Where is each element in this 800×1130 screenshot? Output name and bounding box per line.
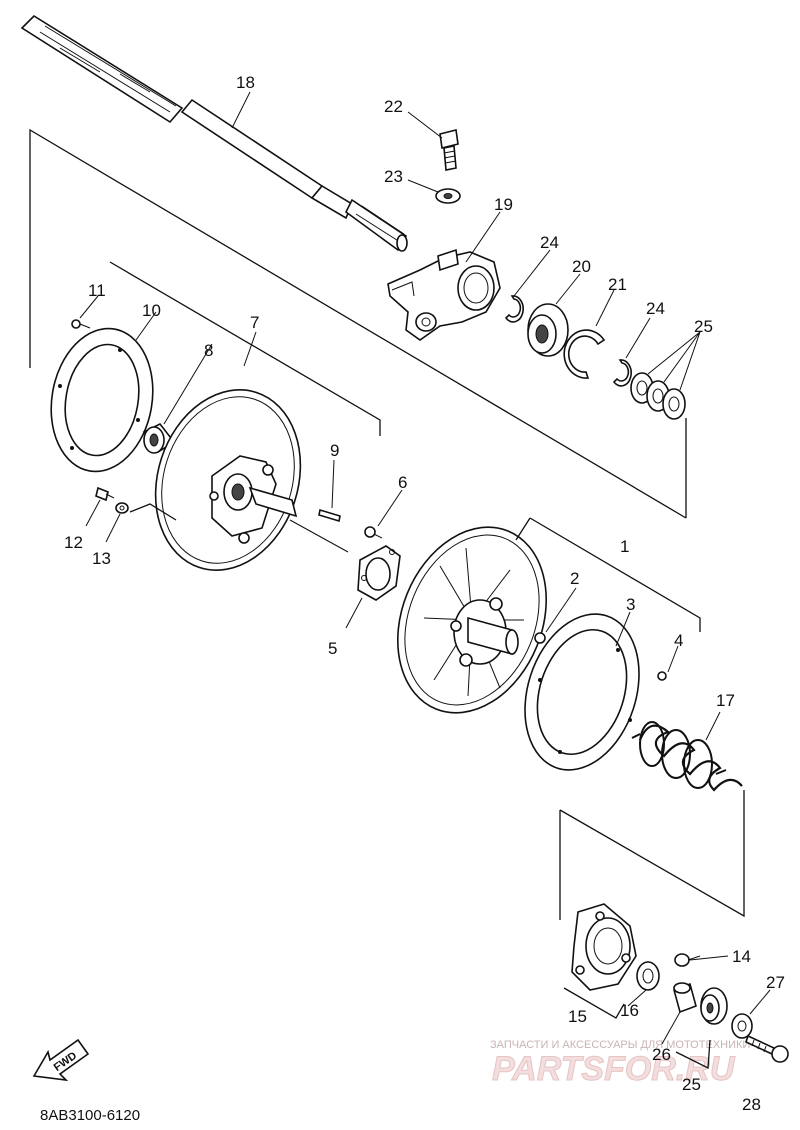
bolt-29 bbox=[745, 1034, 789, 1063]
callout-1: 1 bbox=[620, 537, 629, 556]
screw-4 bbox=[657, 671, 667, 681]
washer-26 bbox=[700, 987, 728, 1025]
pin-9 bbox=[318, 508, 341, 523]
screw-2 bbox=[534, 632, 546, 644]
callout-21: 21 bbox=[608, 275, 627, 294]
callout-5: 5 bbox=[328, 639, 337, 658]
callout-24-lower: 24 bbox=[646, 299, 665, 318]
bolt-22 bbox=[439, 129, 459, 171]
callout-19: 19 bbox=[494, 195, 513, 214]
bushing-16 bbox=[636, 961, 660, 991]
callout-10: 10 bbox=[142, 301, 161, 320]
bolt-12 bbox=[95, 486, 115, 502]
callout-6: 6 bbox=[398, 473, 407, 492]
screw-11 bbox=[71, 319, 91, 329]
callout-26: 25 bbox=[682, 1075, 701, 1094]
gasket-5 bbox=[357, 545, 401, 601]
spring-17 bbox=[631, 721, 743, 792]
callout-2: 2 bbox=[570, 569, 579, 588]
watermark: ЗАПЧАСТИ И АКСЕССУАРЫ ДЛЯ МОТОТЕХНИКИ PA… bbox=[490, 1039, 750, 1089]
callout-13: 13 bbox=[92, 549, 111, 568]
washer-23 bbox=[435, 188, 461, 204]
callout-7: 7 bbox=[250, 313, 259, 332]
callout-18: 18 bbox=[236, 73, 255, 92]
retaining-ring-21 bbox=[563, 329, 606, 379]
callout-3: 3 bbox=[626, 595, 635, 614]
lower-bracket-lines bbox=[559, 790, 745, 920]
callout-4: 4 bbox=[674, 631, 683, 650]
screw-14 bbox=[674, 953, 701, 967]
bearing-housing-19 bbox=[387, 248, 501, 341]
screw-6 bbox=[364, 526, 383, 539]
washers-25 bbox=[630, 372, 686, 420]
callout-23: 23 bbox=[384, 167, 403, 186]
bracket-26 bbox=[675, 1039, 711, 1070]
axis-line-7-5 bbox=[289, 519, 349, 553]
callout-8: 8 bbox=[204, 341, 213, 360]
primary-shaft bbox=[20, 14, 408, 252]
plate-3 bbox=[524, 613, 640, 771]
fwd-arrow-icon: FWD bbox=[32, 1038, 90, 1082]
callout-29: 28 bbox=[742, 1095, 761, 1114]
washer-28 bbox=[731, 1013, 753, 1039]
assembly-bracket-lines bbox=[29, 128, 687, 519]
callout-9: 9 bbox=[330, 441, 339, 460]
nut-13 bbox=[115, 502, 129, 514]
callout-14: 14 bbox=[732, 947, 751, 966]
callout-25: 25 bbox=[694, 317, 713, 336]
bracket-15 bbox=[563, 987, 625, 1019]
callout-27: 26 bbox=[652, 1045, 671, 1064]
callout-22: 22 bbox=[384, 97, 403, 116]
cover-plate-10 bbox=[50, 327, 154, 473]
callout-16: 16 bbox=[620, 1001, 639, 1020]
callout-labels: 18 22 23 19 24 20 21 24 25 11 10 7 8 9 6… bbox=[64, 73, 785, 1114]
callout-11: 11 bbox=[88, 281, 106, 300]
watermark-brand: PARTSFOR.RU bbox=[492, 1050, 736, 1088]
circlip-24a bbox=[504, 295, 524, 323]
bracket-1-left bbox=[515, 517, 531, 541]
watermark-caption: ЗАПЧАСТИ И АКСЕССУАРЫ ДЛЯ МОТОТЕХНИКИ bbox=[490, 1039, 750, 1051]
bracket-1 bbox=[529, 517, 701, 632]
circlip-24b bbox=[612, 359, 632, 387]
callout-24-upper: 24 bbox=[540, 233, 559, 252]
cam-15 bbox=[571, 903, 637, 991]
bearing-20 bbox=[527, 303, 569, 357]
callout-17: 17 bbox=[716, 691, 735, 710]
sheave-1 bbox=[396, 526, 548, 714]
diagram-code: 8AB3100-6120 bbox=[40, 1107, 140, 1124]
sheave-7 bbox=[154, 389, 302, 571]
callout-20: 20 bbox=[572, 257, 591, 276]
leader-lines bbox=[79, 91, 771, 1045]
callout-15: 15 bbox=[568, 1007, 587, 1026]
collar-27 bbox=[673, 982, 697, 1014]
callout-28: 27 bbox=[766, 973, 785, 992]
callout-12: 12 bbox=[64, 533, 83, 552]
bracket-12-13 bbox=[129, 503, 177, 521]
